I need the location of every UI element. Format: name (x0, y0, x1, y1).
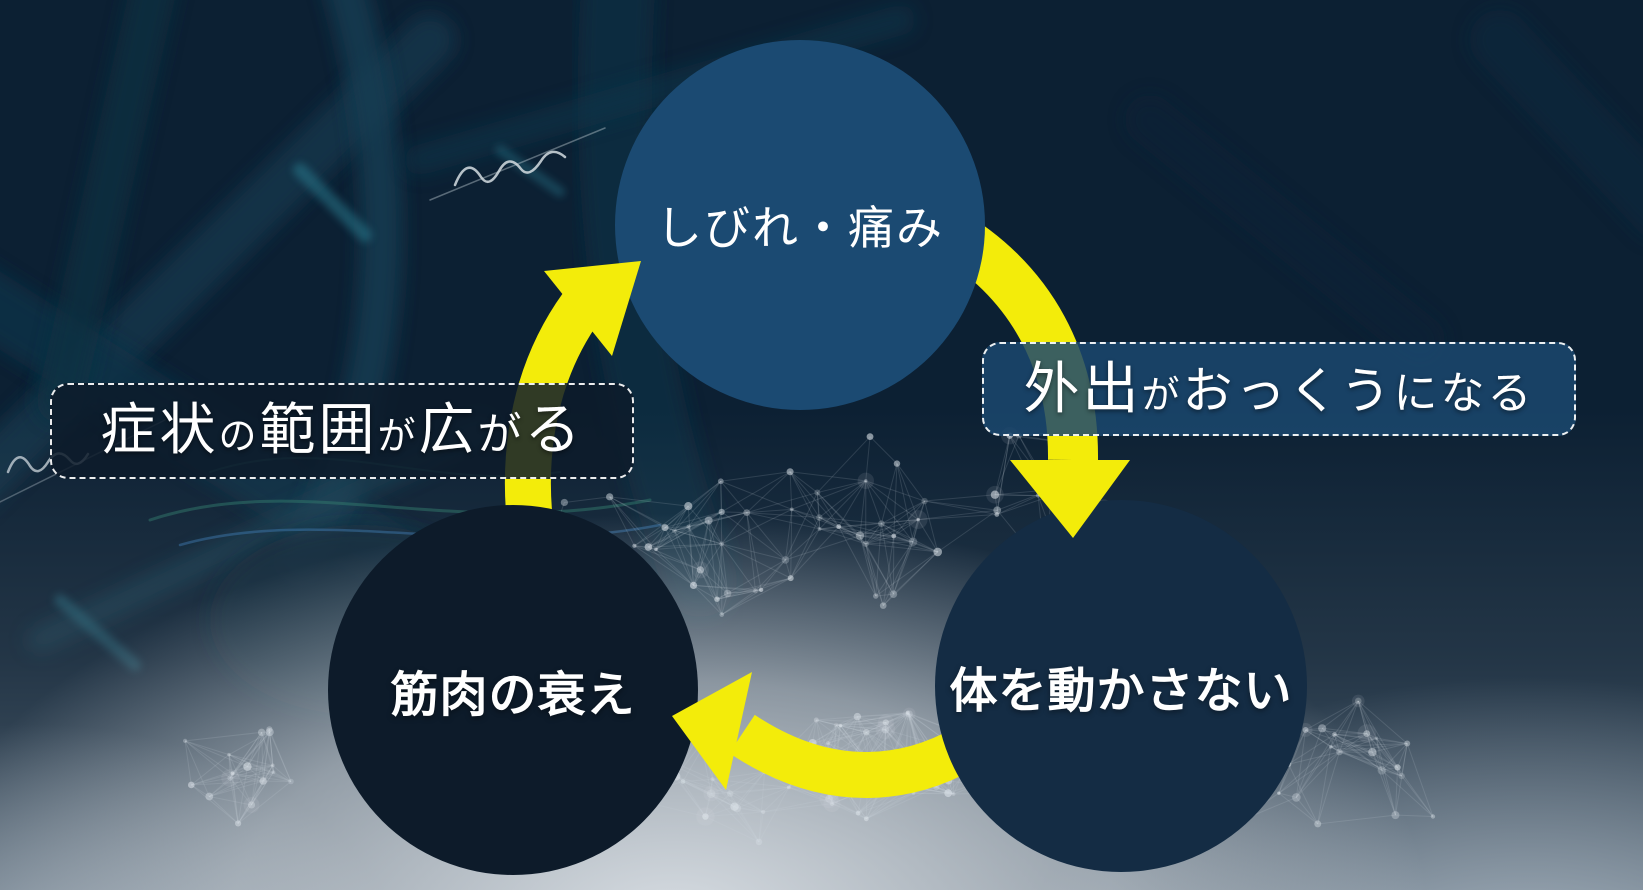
edge-label-text: 外出 (1023, 359, 1142, 421)
edge-label-symptom-range-spreads: 症状の範囲が広がる (50, 383, 634, 479)
node-not-moving-body: 体を動かさない (935, 500, 1307, 872)
edge-label-text: 広 (418, 400, 478, 462)
node-label: 体を動かさない (949, 665, 1293, 718)
node-numbness-pain: しびれ・痛み (615, 40, 985, 410)
node-label: 筋肉の衰え (390, 669, 636, 722)
node-muscle-decline: 筋肉の衰え (328, 505, 698, 875)
edge-label-text: になる (1393, 369, 1535, 418)
edge-label-text: る (524, 400, 584, 462)
edge-label-text: が (477, 410, 525, 459)
edge-label-text: おっくう (1182, 363, 1394, 419)
edge-label-text: が (377, 416, 419, 458)
edge-label-text: 症状 (100, 400, 219, 462)
edge-label-text: 範囲 (259, 400, 378, 462)
edge-label-text: が (1141, 375, 1183, 417)
edge-label-text: の (218, 416, 260, 458)
node-label: しびれ・痛み (656, 202, 944, 254)
edge-label-outing-bothersome: 外出がおっくうになる (982, 342, 1576, 436)
